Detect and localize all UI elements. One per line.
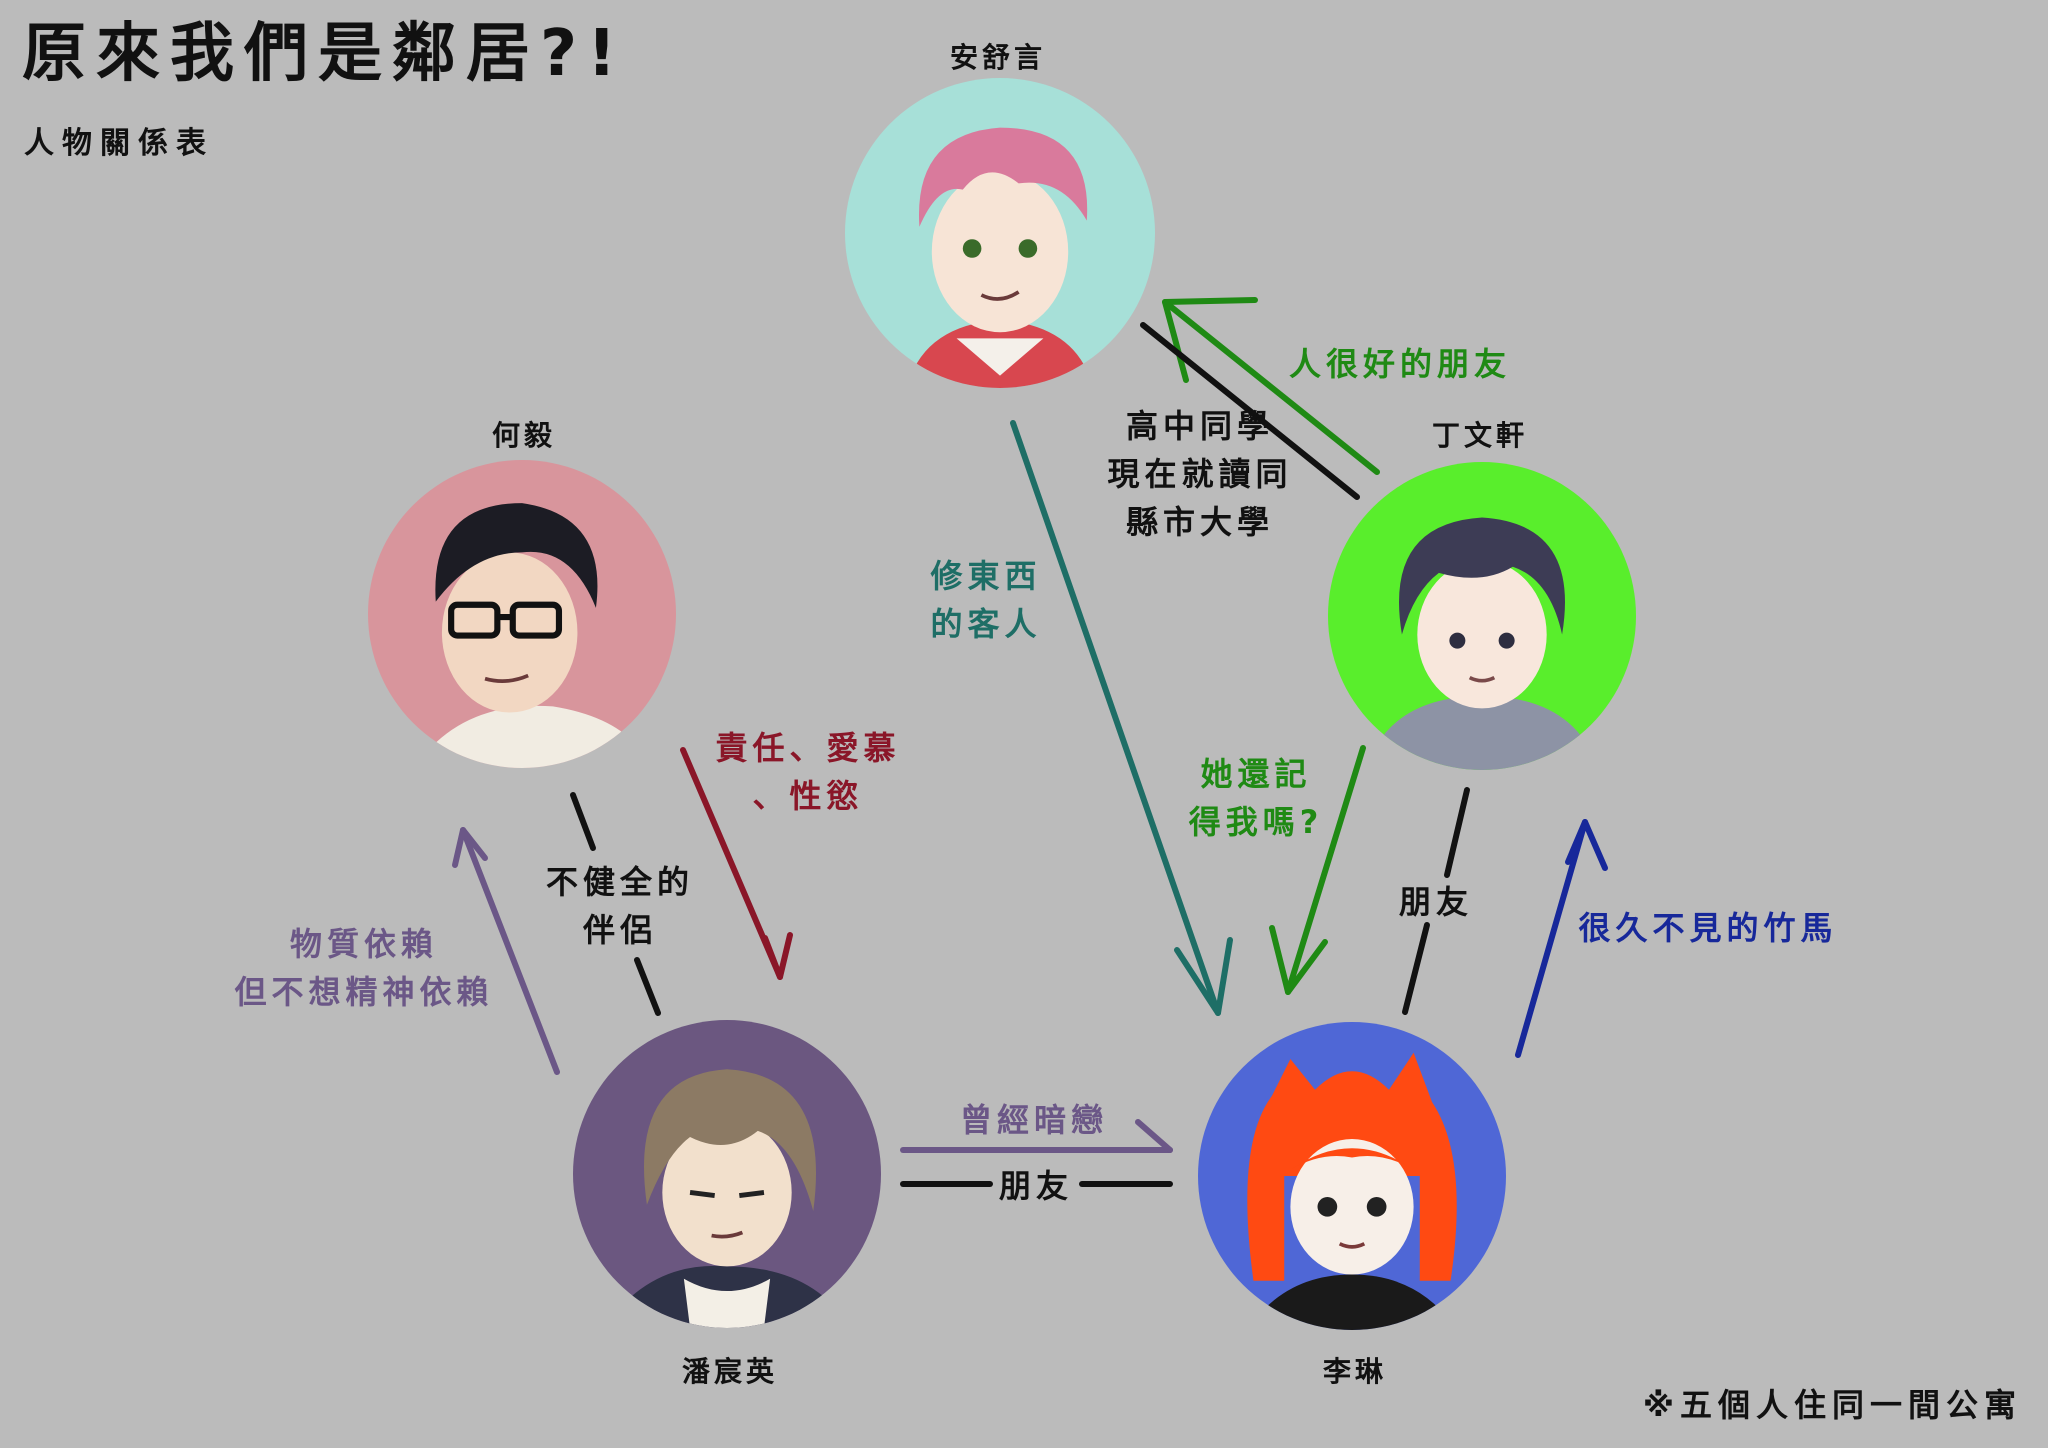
name-li-lin: 李琳: [1322, 1355, 1388, 1388]
arrow-ding-to-li: [1269, 745, 1366, 995]
label-he-pan: 不健全的 伴侶: [545, 863, 695, 949]
name-ding-wen-xuan: 丁文軒: [1431, 419, 1529, 452]
line-ding-li-bottom: [1402, 922, 1430, 1015]
name-pan-chen-ying: 潘宸英: [681, 1355, 779, 1388]
diagram-title: 原來我們是鄰居?!: [22, 17, 627, 91]
line-an-ding: [1140, 322, 1360, 500]
label-he-to-pan: 責任、愛慕 、性慾: [715, 729, 901, 815]
label-pan-li: 朋友: [998, 1167, 1074, 1205]
arrow-pan-to-he: [452, 827, 560, 1075]
name-an-shu-yan: 安舒言: [949, 41, 1047, 74]
pan-chen-ying-portrait: [573, 1020, 881, 1328]
li-lin-portrait: [1198, 1022, 1506, 1330]
arrow-he-to-pan: [680, 747, 793, 980]
footnote: ※五個人住同一間公寓: [1642, 1386, 2022, 1424]
avatar-an-shu-yan: [845, 78, 1155, 388]
ding-wen-xuan-portrait: [1328, 462, 1636, 770]
avatar-ding-wen-xuan: [1328, 462, 1636, 770]
line-he-pan-top: [570, 792, 596, 851]
label-pan-to-he: 物質依賴 但不想精神依賴: [234, 925, 494, 1011]
an-shu-yan-portrait: [845, 78, 1155, 388]
avatar-pan-chen-ying: [573, 1020, 881, 1328]
arrow-li-to-ding: [1515, 819, 1608, 1058]
label-pan-to-li: 曾經暗戀: [959, 1101, 1109, 1139]
arrow-an-to-li: [1010, 420, 1233, 1016]
label-ding-li: 朋友: [1398, 883, 1474, 921]
he-yi-portrait: [368, 460, 676, 768]
label-li-to-ding: 很久不見的竹馬: [1578, 909, 1838, 947]
name-he-yi: 何毅: [491, 419, 557, 452]
label-ding-to-li: 她還記 得我嗎?: [1188, 755, 1324, 841]
label-an-ding-school: 高中同學 現在就讀同 縣市大學: [1107, 407, 1293, 541]
avatar-he-yi: [368, 460, 676, 768]
line-he-pan-bottom: [634, 957, 661, 1016]
avatar-li-lin: [1198, 1022, 1506, 1330]
arrow-pan-to-li: [900, 1119, 1173, 1153]
line-ding-li-top: [1444, 787, 1470, 878]
diagram-subtitle: 人物關係表: [24, 126, 214, 161]
label-an-to-li: 修東西 的客人: [930, 557, 1042, 643]
label-ding-to-an: 人很好的朋友: [1288, 345, 1512, 383]
